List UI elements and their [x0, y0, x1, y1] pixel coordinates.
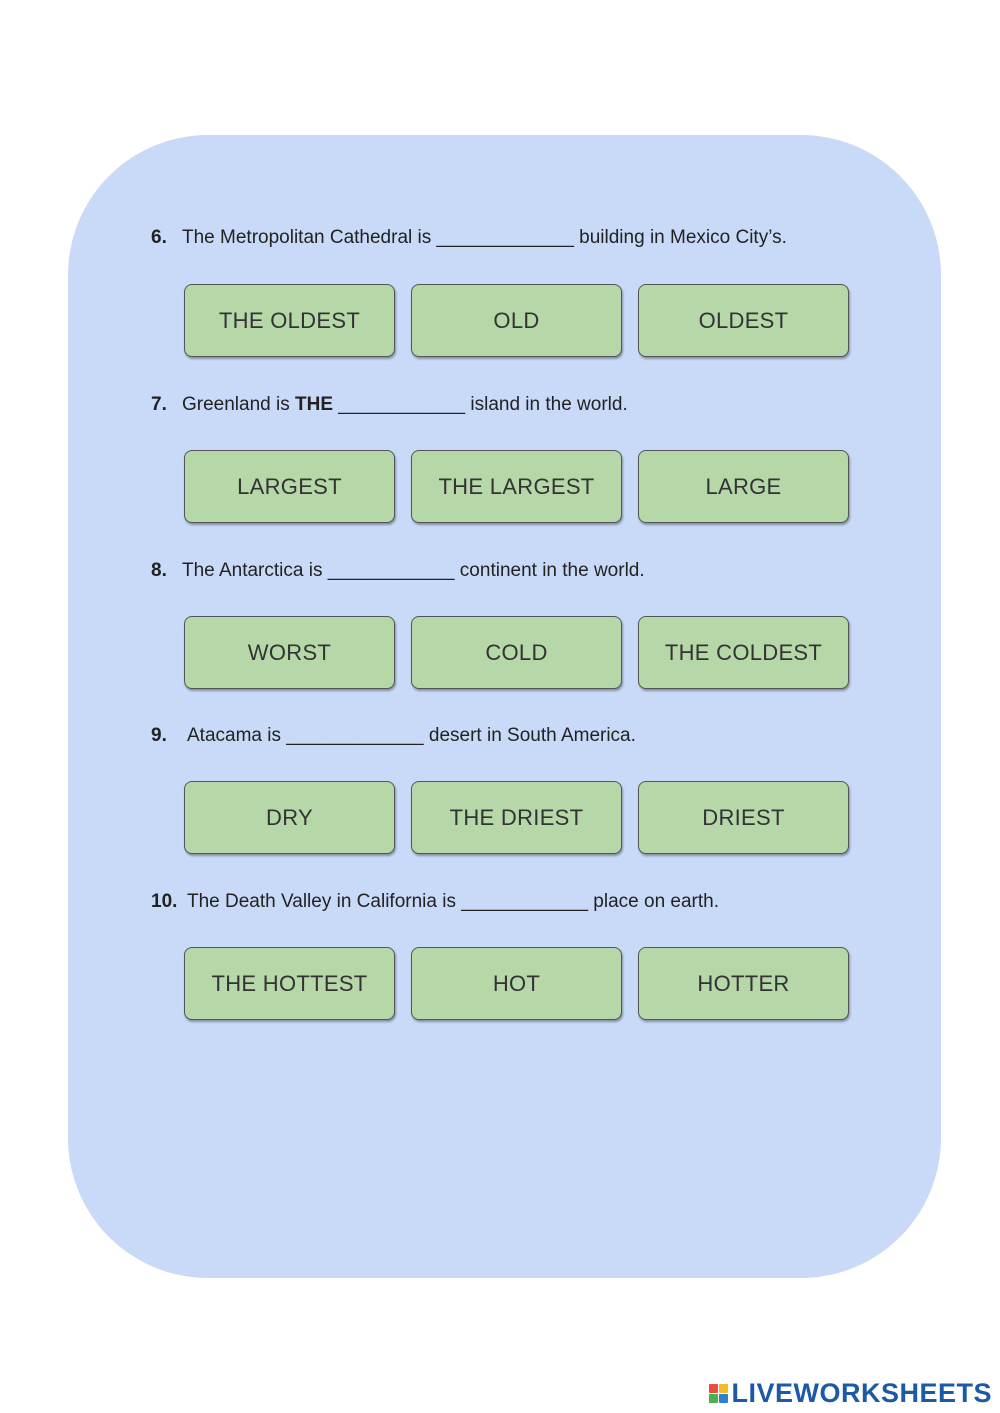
question-10: 10. The Death Valley in California is ___… [151, 890, 719, 914]
option-button[interactable]: THE OLDEST [184, 284, 395, 357]
option-button[interactable]: DRY [184, 781, 395, 854]
option-button[interactable]: DRIEST [638, 781, 849, 854]
option-button[interactable]: HOTTER [638, 947, 849, 1020]
option-button[interactable]: OLDEST [638, 284, 849, 357]
question-8: 8. The Antarctica is ____________ contine… [151, 559, 645, 583]
option-button[interactable]: THE DRIEST [411, 781, 622, 854]
question-text-end: ____________ island in the world. [333, 394, 628, 415]
question-number: 6. [151, 227, 167, 248]
option-button[interactable]: OLD [411, 284, 622, 357]
question-9: 9. Atacama is _____________ desert in Sou… [151, 724, 636, 748]
question-number: 9. [151, 725, 167, 746]
question-text-start: Greenland is [182, 394, 296, 415]
question-number: 8. [151, 560, 167, 581]
option-button[interactable]: THE COLDEST [638, 616, 849, 689]
question-text: The Metropolitan Cathedral is __________… [182, 227, 787, 248]
option-button[interactable]: COLD [411, 616, 622, 689]
question-number: 10. [151, 891, 178, 912]
question-6: 6. The Metropolitan Cathedral is ________… [151, 226, 787, 250]
question-text: The Antarctica is ____________ continent… [182, 560, 645, 581]
logo-mark-icon [709, 1383, 729, 1403]
question-bold-word: THE [295, 394, 334, 415]
option-button[interactable]: HOT [411, 947, 622, 1020]
option-button[interactable]: THE LARGEST [411, 450, 622, 523]
question-number: 7. [151, 394, 167, 415]
option-button[interactable]: WORST [184, 616, 395, 689]
liveworksheets-logo: LIVEWORKSHEETS [709, 1377, 992, 1408]
question-text: The Death Valley in California is ______… [187, 891, 719, 912]
logo-text: LIVEWORKSHEETS [731, 1377, 992, 1408]
option-button[interactable]: THE HOTTEST [184, 947, 395, 1020]
option-button[interactable]: LARGEST [184, 450, 395, 523]
question-text: Atacama is _____________ desert in South… [187, 725, 636, 746]
option-button[interactable]: LARGE [638, 450, 849, 523]
question-7: 7. Greenland is THE ____________ island i… [151, 393, 628, 417]
